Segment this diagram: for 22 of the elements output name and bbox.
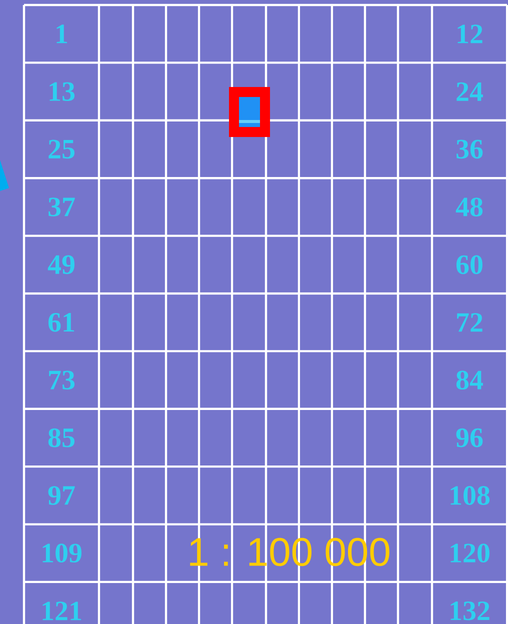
row-number: 109 — [42, 544, 82, 563]
row-number: 73 — [49, 370, 75, 390]
row-number: 48 — [456, 198, 483, 216]
row-number: 132 — [450, 602, 490, 620]
row-number: 72 — [457, 313, 482, 332]
row-number: 97 — [48, 486, 75, 505]
row-number: 120 — [450, 544, 490, 563]
row-number: 12 — [458, 24, 482, 44]
row-number: 13 — [50, 82, 75, 101]
row-number: 61 — [48, 313, 74, 332]
row-number: 49 — [48, 255, 74, 274]
row-number: 96 — [456, 428, 483, 448]
row-number: 121 — [42, 602, 82, 620]
row-number: 1 — [56, 24, 68, 44]
row-number: 25 — [48, 140, 74, 159]
row-number: 24 — [456, 82, 483, 101]
row-number: 60 — [456, 255, 482, 274]
row-number: 37 — [48, 198, 75, 216]
row-number: 36 — [456, 140, 483, 159]
row-number: 85 — [48, 428, 74, 448]
row-number: 84 — [456, 370, 483, 390]
row-number: 108 — [450, 486, 490, 505]
